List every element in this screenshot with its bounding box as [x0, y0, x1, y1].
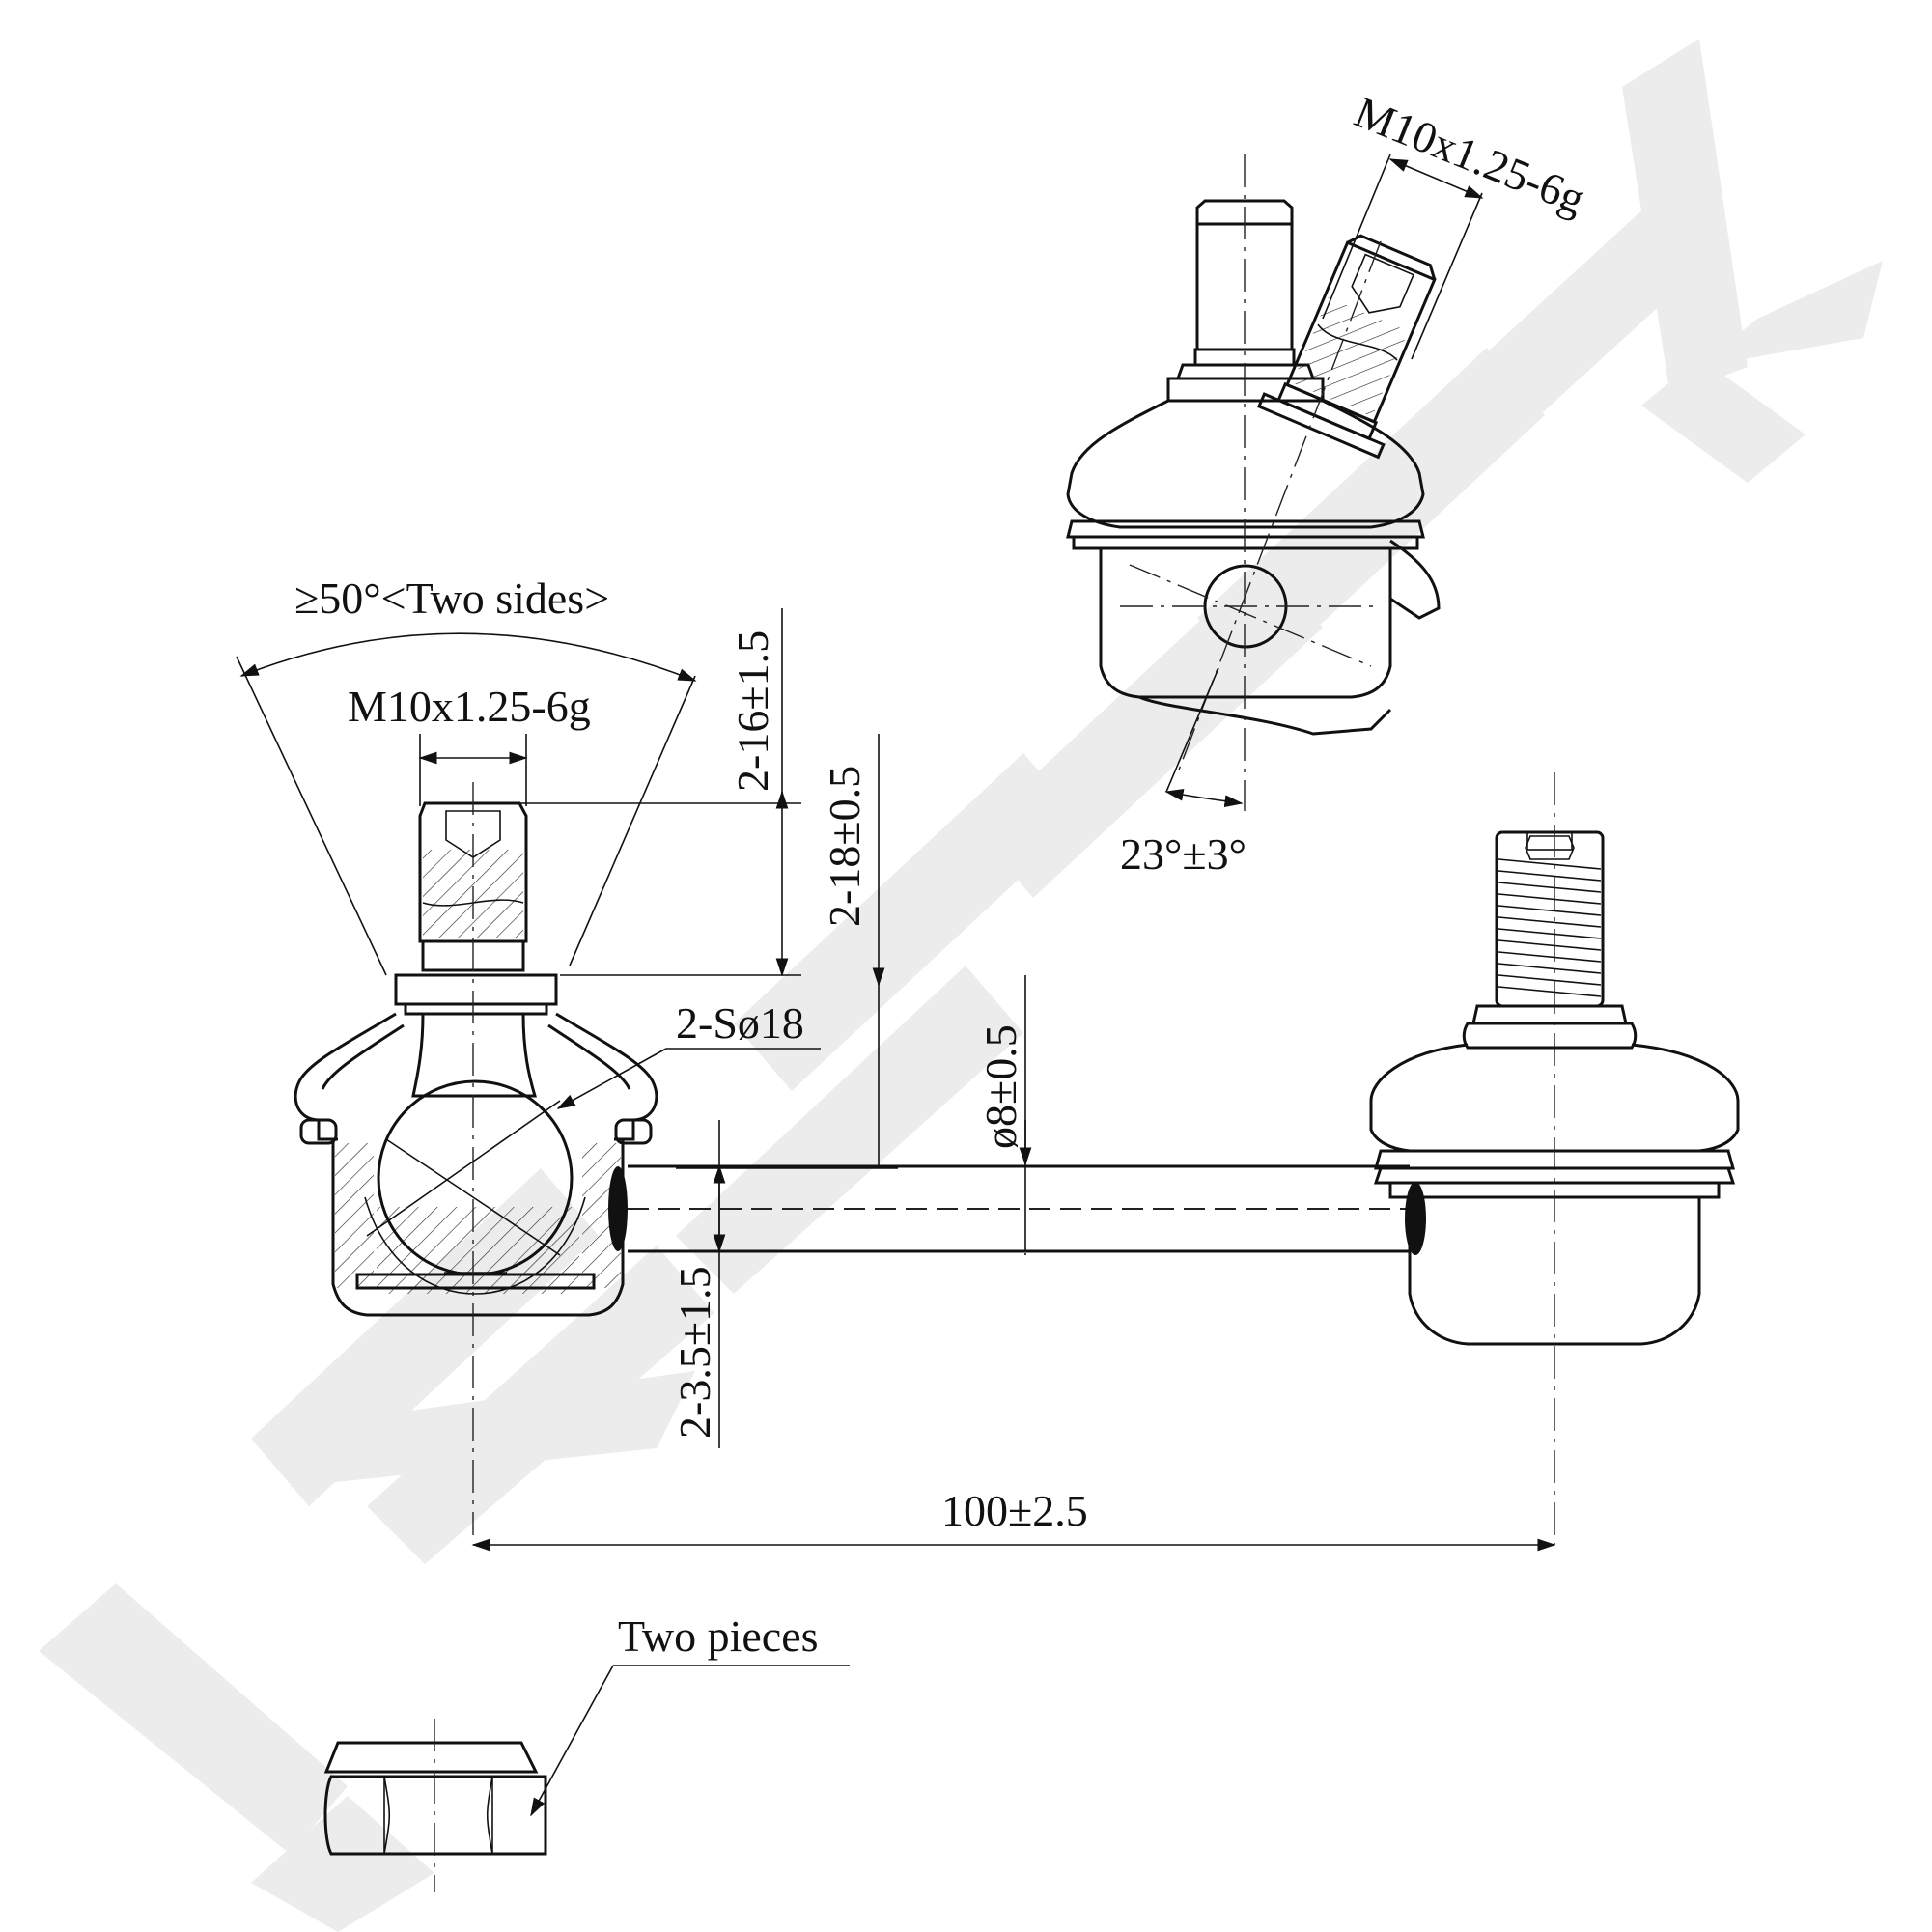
- top-ball-joint-view: [1066, 154, 1441, 811]
- dim-18-label: 2-18±0.5: [820, 766, 869, 927]
- left-ball-joint-section: [236, 632, 697, 1535]
- rod-diameter-label: ø8±0.5: [976, 1024, 1025, 1149]
- ball-diameter-label: 2-Sø18: [676, 998, 804, 1048]
- dim-18: [676, 734, 898, 1169]
- link-rod: [628, 1164, 1410, 1253]
- nut-note-label: Two pieces: [618, 1611, 819, 1661]
- watermark-logo: [39, 39, 1883, 1932]
- ball-diameter-leader: [556, 1048, 821, 1109]
- swing-angle-label: ≥50°<Two sides>: [294, 574, 609, 623]
- dim-16-label: 2-16±1.5: [728, 630, 777, 792]
- left-thread-label: M10x1.25-6g: [348, 682, 591, 731]
- top-thread-label: M10x1.25-6g: [1348, 87, 1592, 224]
- top-angle-dimension: [1164, 667, 1244, 808]
- dim-3-5-label: 2-3.5±1.5: [670, 1266, 719, 1439]
- left-thread-dimension: [418, 734, 528, 806]
- nut-drawing: [323, 1665, 850, 1892]
- dim-16: [502, 608, 801, 977]
- thread-lines: [1498, 858, 1602, 997]
- top-angle-label: 23°±3°: [1120, 829, 1246, 879]
- length-label: 100±2.5: [941, 1486, 1088, 1535]
- right-ball-joint: [1369, 772, 1740, 1545]
- top-thread-dimension: [1322, 154, 1484, 360]
